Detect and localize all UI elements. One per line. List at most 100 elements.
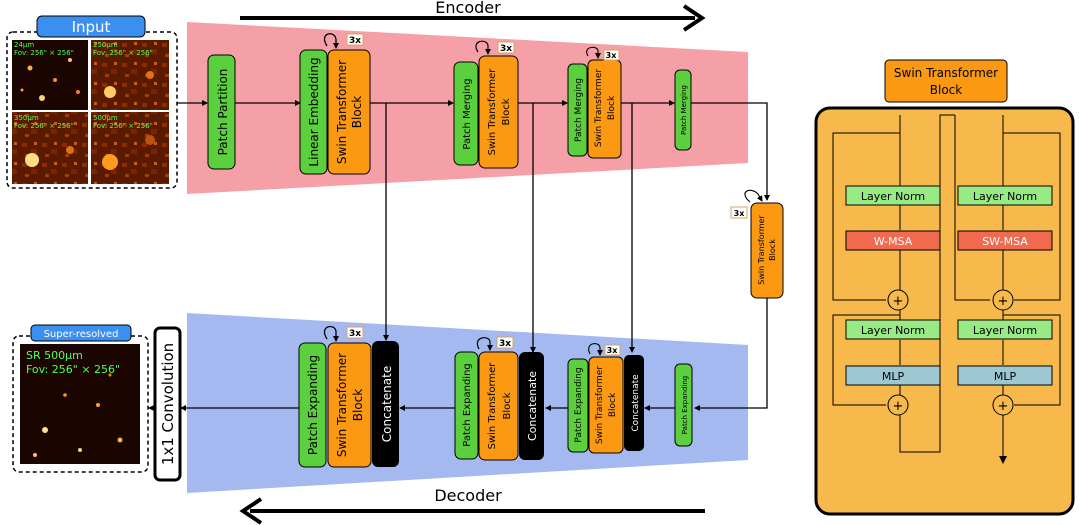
- svg-text:3x: 3x: [606, 51, 618, 60]
- decoder-swin-block-1: [327, 342, 372, 468]
- layer-norm-1: [845, 185, 941, 206]
- mlp-box-2: [957, 365, 1053, 386]
- patch-expanding-box-3: [454, 351, 479, 460]
- svg-text:Block: Block: [501, 98, 512, 125]
- swin-detail-title-2: Block: [930, 83, 963, 97]
- add-node-4: [992, 394, 1014, 416]
- svg-text:Swin Transformer: Swin Transformer: [595, 366, 605, 444]
- patch-merging-box-1: [453, 61, 479, 166]
- linear-embedding-box: [299, 49, 328, 175]
- svg-text:Layer Norm: Layer Norm: [861, 324, 925, 337]
- svg-text:Swin Transformer: Swin Transformer: [335, 60, 349, 164]
- swin-detail-left-column: [832, 114, 955, 453]
- mlp-box-1: [845, 365, 941, 386]
- sw-msa-box: [957, 230, 1053, 251]
- svg-text:Swin Transformer: Swin Transformer: [594, 69, 604, 147]
- svg-text:Block: Block: [350, 96, 364, 129]
- svg-text:+: +: [893, 399, 904, 414]
- svg-text:Block: Block: [351, 389, 365, 422]
- input-tile-1: 24µm Fov: 256" × 256": [12, 40, 88, 110]
- patch-merging-box-3: [674, 69, 692, 151]
- svg-text:Concatenate: Concatenate: [631, 374, 641, 432]
- encoder-label: Encoder: [435, 0, 501, 17]
- conv-1x1-box: [153, 326, 182, 482]
- patch-expanding-box-1: [674, 363, 693, 447]
- svg-text:SR 500µm: SR 500µm: [26, 349, 83, 362]
- conv-1x1-label: 1x1 Convolution: [159, 343, 177, 465]
- svg-text:250µm: 250µm: [93, 41, 118, 49]
- layer-norm-4: [957, 319, 1053, 340]
- svg-text:350µm: 350µm: [14, 114, 39, 122]
- swin-detail-title-1: Swin Transformer: [894, 66, 998, 80]
- svg-text:Block: Block: [502, 392, 513, 419]
- concatenate-box-3: [624, 355, 644, 451]
- layer-norm-2: [845, 319, 941, 340]
- decoder-swin-block-3: [588, 356, 624, 454]
- svg-text:Patch Expanding: Patch Expanding: [462, 363, 473, 447]
- svg-text:Layer Norm: Layer Norm: [973, 190, 1037, 203]
- svg-text:Layer Norm: Layer Norm: [861, 190, 925, 203]
- output-image: SR 500µm Fov: 256" × 256": [20, 344, 140, 464]
- input-tile-2: 250µm Fov: 256" × 256": [91, 40, 169, 110]
- swin-detail-title-box: [884, 59, 1008, 103]
- output-title: Super-resolved: [44, 329, 119, 340]
- svg-text:3x: 3x: [499, 339, 511, 349]
- encoder-swin-block-2: [478, 55, 519, 169]
- svg-text:Patch Merging: Patch Merging: [462, 78, 473, 149]
- patch-merging-box-2: [567, 63, 588, 157]
- patch-expanding-box-4: [298, 342, 327, 468]
- svg-text:Fov: 256" × 256": Fov: 256" × 256": [14, 49, 74, 57]
- add-node-3: [992, 289, 1014, 311]
- linear-embedding-label: Linear Embedding: [307, 57, 321, 166]
- svg-text:+: +: [893, 294, 904, 309]
- svg-text:Concatenate: Concatenate: [380, 366, 394, 442]
- repeat-badge-1: 3x: [349, 36, 361, 46]
- svg-text:Patch Merging: Patch Merging: [680, 85, 688, 135]
- svg-text:Patch Merging: Patch Merging: [574, 78, 584, 142]
- svg-text:Block: Block: [768, 239, 777, 261]
- svg-text:Block: Block: [607, 95, 617, 120]
- decoder-swin-block-2: [478, 351, 519, 461]
- svg-text:Patch Expanding: Patch Expanding: [574, 367, 584, 442]
- svg-text:3x: 3x: [734, 209, 746, 218]
- svg-text:Concatenate: Concatenate: [526, 371, 539, 441]
- svg-text:MLP: MLP: [994, 370, 1017, 383]
- swin-detail-right-column: [954, 115, 1061, 458]
- bottleneck-swin-block: [750, 202, 784, 299]
- encoder-swin-block-1: [327, 49, 371, 175]
- svg-text:Swin Transformer: Swin Transformer: [487, 68, 498, 156]
- svg-text:3x: 3x: [500, 44, 512, 54]
- swin-detail-panel: [814, 106, 1075, 516]
- svg-text:SW-MSA: SW-MSA: [982, 235, 1028, 248]
- concatenate-box-1: [372, 341, 399, 467]
- svg-text:MLP: MLP: [882, 370, 905, 383]
- svg-text:+: +: [998, 294, 1009, 309]
- svg-text:Fov: 256" × 256": Fov: 256" × 256": [14, 122, 74, 130]
- svg-text:Swin Transformer: Swin Transformer: [487, 362, 498, 450]
- svg-text:3x: 3x: [607, 346, 619, 355]
- patch-partition-box: [207, 54, 236, 170]
- input-title-box: [36, 15, 146, 38]
- svg-text:Swin Transformer: Swin Transformer: [757, 215, 766, 285]
- svg-text:+: +: [998, 399, 1009, 414]
- svg-text:500µm: 500µm: [93, 114, 118, 122]
- output-title-box: [30, 324, 132, 342]
- svg-text:Fov: 256" × 256": Fov: 256" × 256": [93, 122, 153, 130]
- svg-text:Swin Transformer: Swin Transformer: [335, 353, 349, 457]
- svg-text:24µm: 24µm: [14, 41, 34, 49]
- svg-text:Layer Norm: Layer Norm: [973, 324, 1037, 337]
- svg-text:Fov: 256" × 256": Fov: 256" × 256": [93, 49, 153, 57]
- svg-text:3x: 3x: [349, 329, 361, 339]
- patch-partition-label: Patch Partition: [216, 69, 230, 156]
- decoder-label: Decoder: [434, 486, 502, 505]
- patch-expanding-box-2: [567, 358, 589, 453]
- w-msa-box: [845, 230, 941, 251]
- add-node-2: [887, 394, 909, 416]
- layer-norm-3: [957, 185, 1053, 206]
- svg-text:Block: Block: [608, 392, 618, 417]
- input-tile-3: 350µm Fov: 256" × 256": [12, 112, 88, 184]
- svg-text:Patch Expanding: Patch Expanding: [306, 355, 320, 455]
- concatenate-box-2: [519, 352, 544, 460]
- add-node-1: [887, 289, 909, 311]
